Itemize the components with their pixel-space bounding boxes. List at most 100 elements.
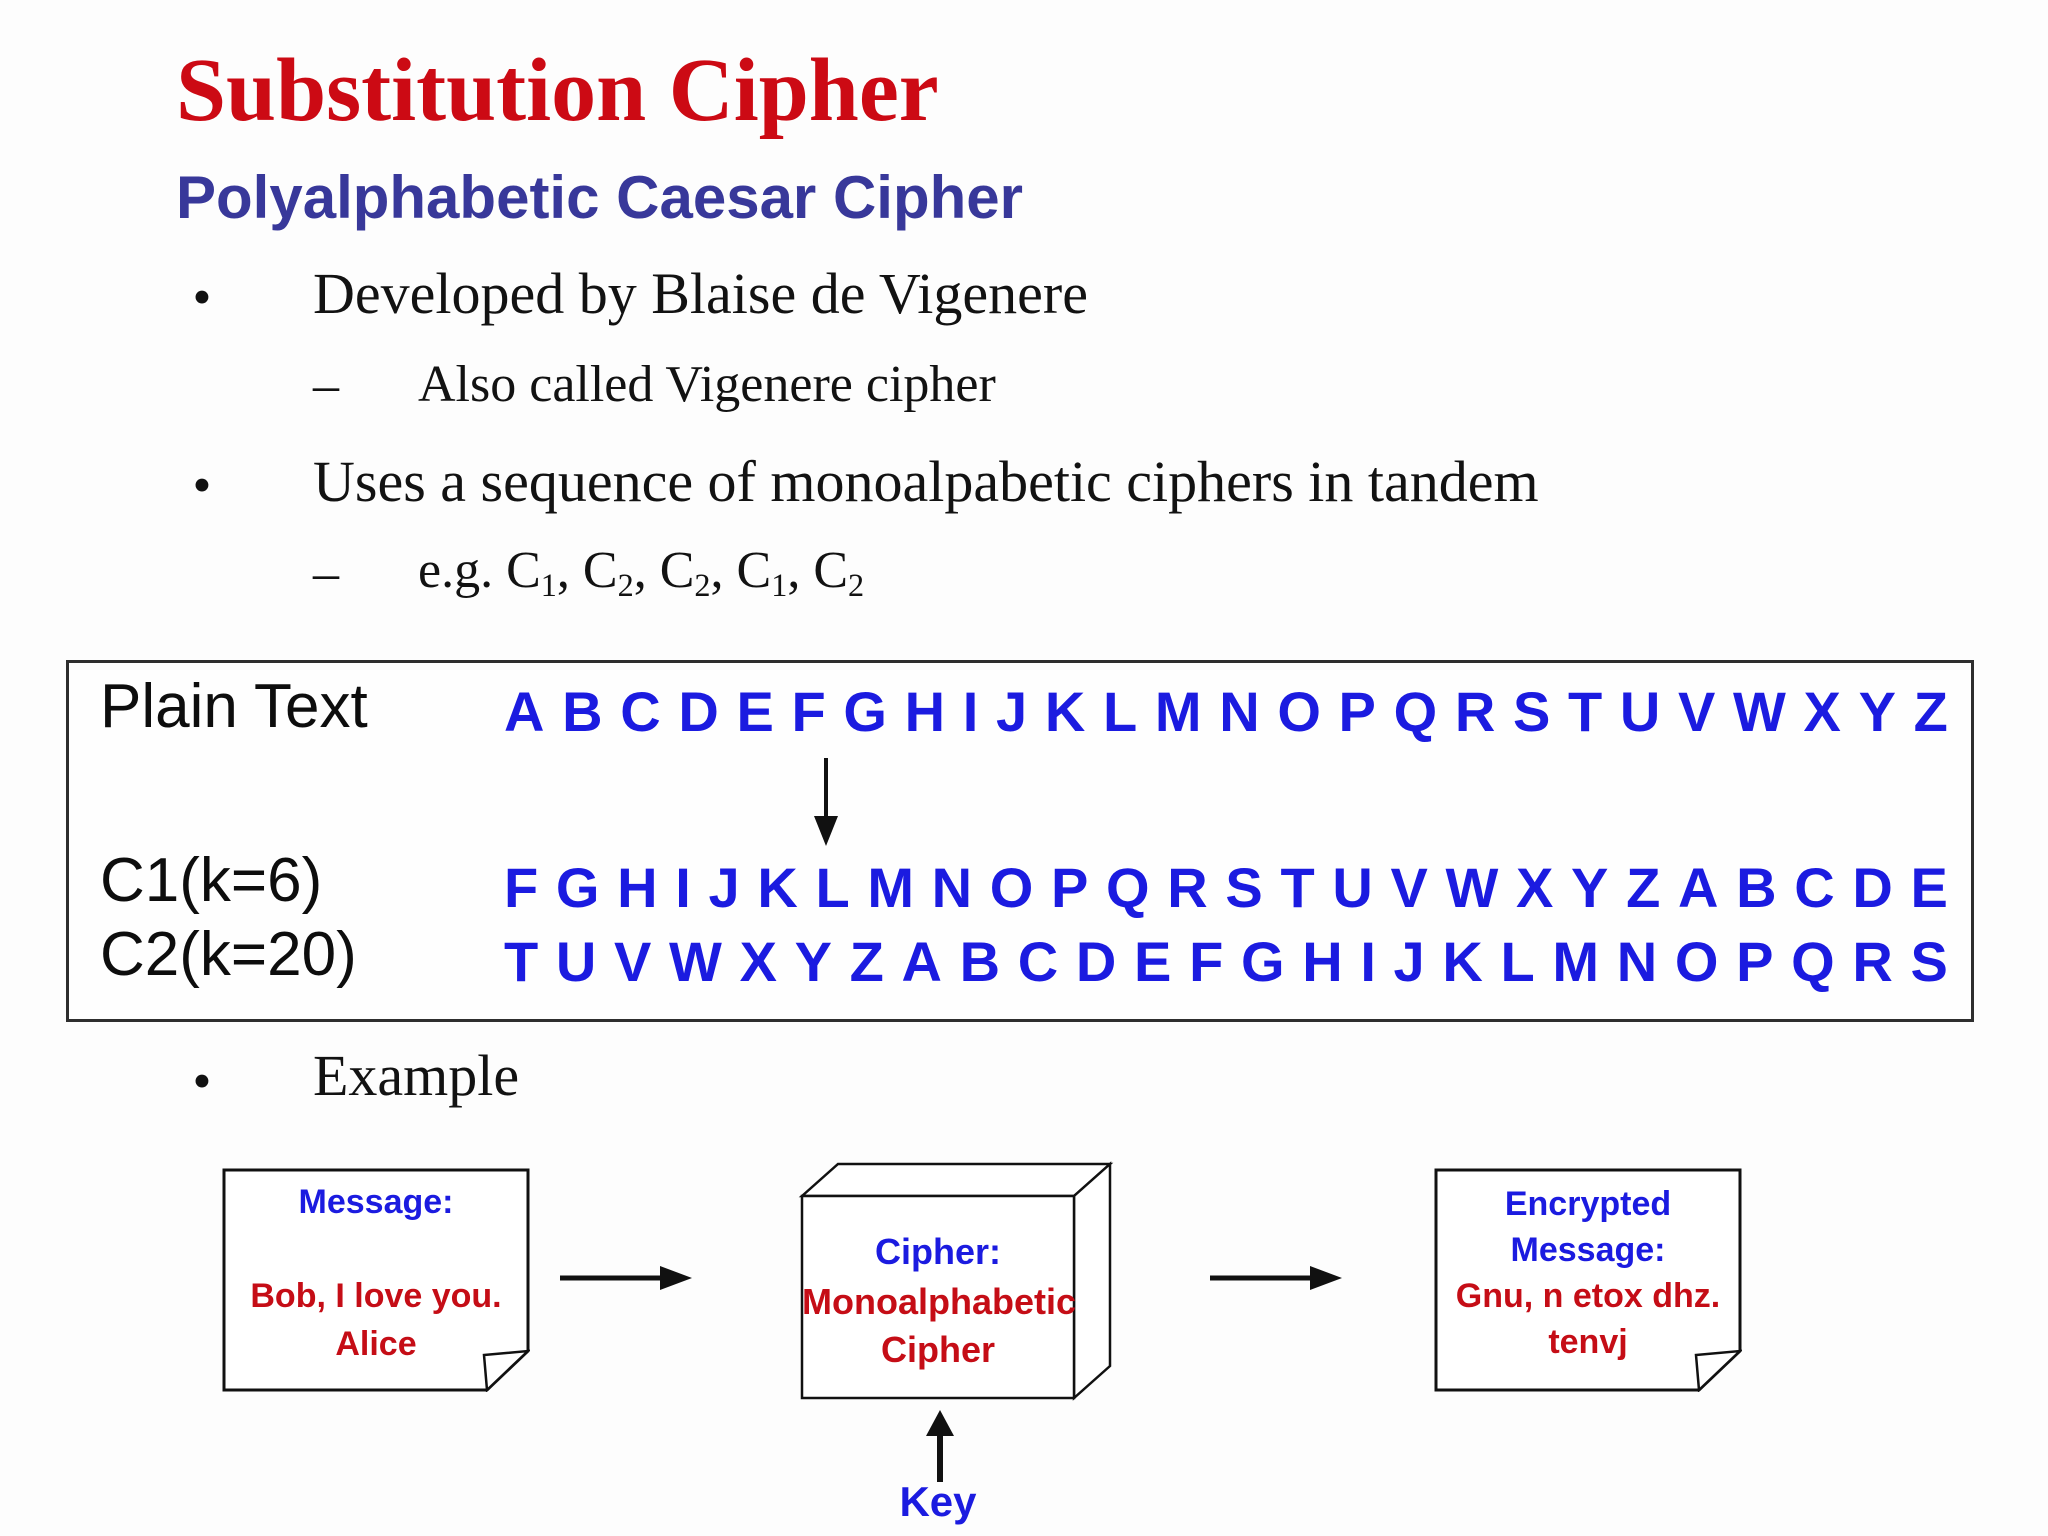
cipher-letter: L <box>815 856 850 919</box>
message-note-shape <box>222 1168 530 1392</box>
cipher-letter: P <box>1338 680 1376 743</box>
cipher-box-line1: Monoalphabetic <box>802 1281 1077 1322</box>
cipher-letter: D <box>1075 930 1117 993</box>
cipher-letter: W <box>669 930 722 993</box>
cipher-letter: X <box>1803 680 1841 743</box>
bullet-text-developed: Developed by Blaise de Vigenere <box>313 261 1088 326</box>
cipher-box-title: Cipher: <box>875 1231 1001 1272</box>
subscript: 2 <box>617 567 634 604</box>
row-label-c1: C1(k=6) <box>100 846 323 915</box>
encrypted-note-title-line1: Encrypted <box>1504 1185 1672 1223</box>
cipher-letter: O <box>1674 930 1719 993</box>
cipher-letter: U <box>1619 680 1661 743</box>
cipher-letter: F <box>504 856 539 919</box>
cipher-letter: Z <box>1913 680 1948 743</box>
cipher-letter: W <box>1733 680 1786 743</box>
cipher-letter: Z <box>849 930 884 993</box>
cipher-letter: K <box>757 856 798 919</box>
cipher-letter: J <box>708 856 740 919</box>
cipher-letter: Y <box>1858 680 1896 743</box>
cipher-letter: X <box>1516 856 1554 919</box>
cipher-letter: N <box>1219 680 1260 743</box>
sub-bullet-text-eg-ciphers: e.g. C1, C2, C2, C1, C2 <box>418 542 864 603</box>
cipher-letter: A <box>901 930 942 993</box>
cipher-letter: Z <box>1626 856 1661 919</box>
encrypted-note-line1: Gnu, n etox dhz. <box>1455 1277 1721 1315</box>
bullet-marker: • <box>192 267 212 327</box>
cipher-letter: J <box>1393 930 1425 993</box>
subscript: 1 <box>771 567 788 604</box>
cipher-letter: V <box>614 930 652 993</box>
down-arrow-icon <box>814 758 838 846</box>
cipher-letter: O <box>1277 680 1321 743</box>
cipher-letter: H <box>904 680 946 743</box>
eg-text: , C <box>710 542 772 599</box>
cipher-letter: K <box>1044 680 1086 743</box>
cipher-letter: L <box>1102 680 1138 743</box>
cipher-letter: U <box>555 930 597 993</box>
cipher-cube-shape <box>798 1161 1114 1401</box>
cipher-letter: I <box>962 680 979 743</box>
cipher-letter: S <box>1512 680 1551 743</box>
cipher-letter: P <box>1051 856 1089 919</box>
subscript: 1 <box>540 567 557 604</box>
cipher-letter: K <box>1442 930 1483 993</box>
encrypted-note-line2: tenvj <box>1548 1323 1628 1361</box>
right-arrow-icon <box>1210 1266 1342 1290</box>
cipher-letter: N <box>931 856 973 919</box>
cipher-letter: X <box>739 930 777 993</box>
cipher-letter: R <box>1454 680 1496 743</box>
cipher-letter: B <box>1736 856 1777 919</box>
cipher-letter: I <box>675 856 691 919</box>
bullet-text-example: Example <box>313 1043 520 1108</box>
encrypted-note-title-line2: Message: <box>1510 1231 1666 1269</box>
cipher-letter: Q <box>1791 930 1835 993</box>
cipher-letter: F <box>791 680 826 743</box>
cipher-letter: M <box>1154 680 1202 743</box>
cipher-letter: Y <box>794 930 832 993</box>
subscript: 2 <box>694 567 711 604</box>
cipher-letter: E <box>1134 930 1172 993</box>
sub-bullet-text-also-called: Also called Vigenere cipher <box>418 356 996 413</box>
bullet-marker: • <box>192 1051 212 1111</box>
cipher-letter: G <box>843 680 887 743</box>
cipher-letter: A <box>1677 856 1719 919</box>
cipher-letter: J <box>996 680 1028 743</box>
cipher-box-line2: Cipher <box>880 1329 995 1370</box>
cipher-letter: D <box>1852 856 1893 919</box>
row-label-c2: C2(k=20) <box>100 920 357 989</box>
eg-text: , C <box>633 542 695 599</box>
cipher-letter: G <box>555 856 600 919</box>
message-note-line2: Alice <box>335 1325 417 1363</box>
cipher-letter: G <box>1240 930 1285 993</box>
right-arrow-icon <box>560 1266 692 1290</box>
cipher-letter: S <box>1225 856 1263 919</box>
cipher-letter: E <box>736 680 774 743</box>
cipher-letter: T <box>504 930 539 993</box>
cipher-letter: L <box>1500 930 1535 993</box>
cipher-letter: R <box>1852 930 1893 993</box>
encrypted-note-shape <box>1434 1168 1742 1392</box>
cipher-letter: T <box>1280 856 1315 919</box>
cipher-letter: D <box>678 680 719 743</box>
page-title: Substitution Cipher <box>176 41 939 140</box>
up-arrow-icon <box>926 1410 954 1482</box>
sub-bullet-dash: – <box>313 357 339 414</box>
cipher-letter: H <box>1302 930 1343 993</box>
sub-bullet-dash: – <box>313 545 339 602</box>
cipher-letter: B <box>959 930 1001 993</box>
cipher-letter: O <box>989 856 1034 919</box>
cipher-letter: U <box>1332 856 1373 919</box>
eg-text: , C <box>556 542 618 599</box>
cipher-letter: B <box>562 680 603 743</box>
eg-text: e.g. C <box>418 542 541 599</box>
cipher-letter: C <box>620 680 661 743</box>
cipher-letter: C <box>1794 856 1835 919</box>
message-note-line1: Bob, I love you. <box>250 1277 502 1315</box>
cipher-letter: C <box>1017 930 1059 993</box>
cipher-letter: H <box>617 856 658 919</box>
bullet-marker: • <box>192 455 212 515</box>
